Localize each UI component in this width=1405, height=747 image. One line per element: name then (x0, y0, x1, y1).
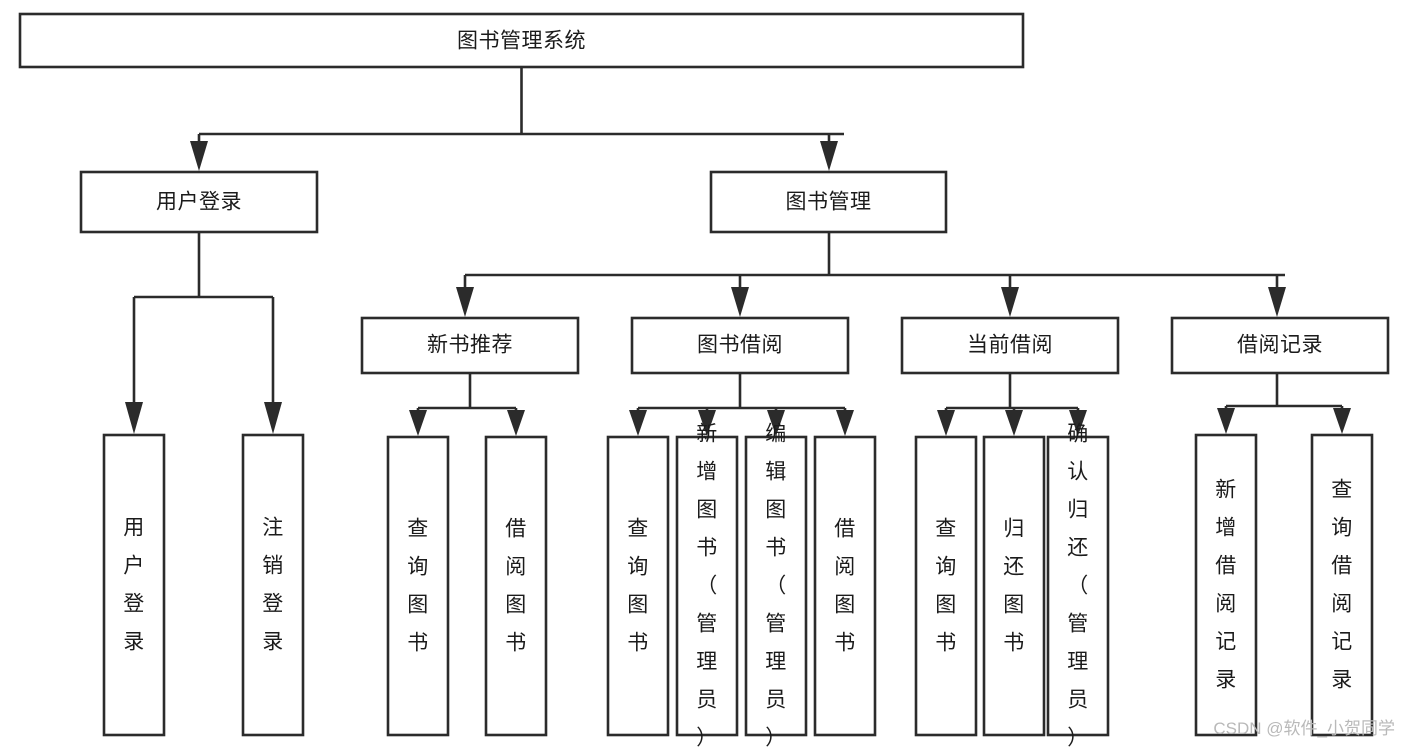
node-book-management-label: 图书管理 (786, 191, 872, 214)
arrow-head-user-login (190, 141, 208, 171)
node-current-borrow-box[interactable] (900, 316, 1120, 375)
leaf-nb-query-book-label: 查询图书 (407, 518, 429, 655)
node-borrow-records-label: 借阅记录 (1237, 334, 1323, 357)
leaf-bb-edit-book-box[interactable] (744, 435, 808, 737)
arrow-head-book-mgmt (820, 141, 838, 171)
node-current-borrow[interactable]: 当前借阅 (900, 316, 1120, 375)
arrow-head-leaf-user-login (125, 402, 143, 434)
arrow-head-br-leaf-2 (1333, 408, 1351, 434)
leaf-bb-query-book-label: 查询图书 (627, 518, 649, 655)
leaf-bb-query-book-box[interactable] (606, 435, 670, 737)
arrow-head-nb-leaf-2 (507, 410, 525, 436)
edges-book-borrow-to-leaves (629, 373, 854, 436)
node-user-login-label: 用户登录 (156, 191, 242, 214)
arrow-head-nb-leaf-1 (409, 410, 427, 436)
leaf-node-bb-add-book[interactable]: 新增图书（管理员） (675, 423, 739, 747)
node-current-borrow-label: 当前借阅 (967, 334, 1053, 357)
node-book-borrow[interactable]: 图书借阅 (630, 316, 850, 375)
node-root-label: 图书管理系统 (457, 30, 586, 53)
edges-root-to-level2 (190, 67, 844, 171)
leaf-node-br-query-record[interactable]: 查询借阅记录 (1310, 433, 1374, 737)
leaf-user-login-label: 用户登录 (123, 517, 145, 654)
leaf-cb-confirm-return-box[interactable] (1046, 435, 1110, 737)
leaf-node-cb-confirm-return[interactable]: 确认归还（管理员） (1046, 423, 1110, 747)
edges-user-login-to-leaves (125, 232, 282, 434)
csdn-watermark: CSDN @软件_小贺同学 (1213, 719, 1395, 738)
leaf-node-user-login[interactable]: 用户登录 (102, 433, 166, 737)
node-user-login-box[interactable] (79, 170, 319, 234)
leaf-br-add-record-label: 新增借阅记录 (1215, 479, 1237, 692)
arrow-head-book-borrow (731, 287, 749, 317)
leaf-node-nb-query-book[interactable]: 查询图书 (386, 435, 450, 737)
node-new-book-recommend-label: 新书推荐 (427, 334, 513, 357)
arrow-head-bb-leaf-2 (698, 410, 716, 436)
node-book-management[interactable]: 图书管理 (709, 170, 948, 234)
leaf-node-nb-borrow-book[interactable]: 借阅图书 (484, 435, 548, 737)
leaf-node-logout[interactable]: 注销登录 (241, 433, 305, 737)
edges-new-book-to-leaves (409, 373, 525, 436)
leaf-br-query-record-box[interactable] (1310, 433, 1374, 737)
arrow-head-bb-leaf-1 (629, 410, 647, 436)
edges-current-borrow-to-leaves (937, 373, 1087, 436)
leaf-node-cb-return-book[interactable]: 归还图书 (982, 435, 1046, 737)
leaf-nb-borrow-book-box[interactable] (484, 435, 548, 737)
edges-borrow-records-to-leaves (1217, 373, 1351, 434)
arrow-head-bb-leaf-3 (767, 410, 785, 436)
leaf-nb-query-book-box[interactable] (386, 435, 450, 737)
node-user-login[interactable]: 用户登录 (79, 170, 319, 234)
leaf-bb-borrow-book-box[interactable] (813, 435, 877, 737)
edges-book-mgmt-to-level3 (456, 232, 1286, 317)
arrow-head-cb-leaf-1 (937, 410, 955, 436)
node-book-borrow-box[interactable] (630, 316, 850, 375)
arrow-head-cb-leaf-2 (1005, 410, 1023, 436)
arrow-head-new-book (456, 287, 474, 317)
leaf-bb-edit-book-label: 编辑图书（管理员） (765, 423, 787, 747)
arrow-head-bb-leaf-4 (836, 410, 854, 436)
node-borrow-records[interactable]: 借阅记录 (1170, 316, 1390, 375)
leaf-cb-confirm-return-label: 确认归还（管理员） (1067, 423, 1089, 747)
arrow-head-br-leaf-1 (1217, 408, 1235, 434)
node-new-book-recommend-box[interactable] (360, 316, 580, 375)
leaf-node-br-add-record[interactable]: 新增借阅记录 (1194, 433, 1258, 737)
leaf-cb-return-book-box[interactable] (982, 435, 1046, 737)
node-book-borrow-label: 图书借阅 (697, 334, 783, 357)
node-new-book-recommend[interactable]: 新书推荐 (360, 316, 580, 375)
leaf-node-bb-borrow-book[interactable]: 借阅图书 (813, 435, 877, 737)
arrow-head-current-borrow (1001, 287, 1019, 317)
leaf-bb-borrow-book-label: 借阅图书 (834, 518, 856, 655)
leaf-br-add-record-box[interactable] (1194, 433, 1258, 737)
leaf-node-bb-query-book[interactable]: 查询图书 (606, 435, 670, 737)
leaf-cb-query-book-label: 查询图书 (935, 518, 957, 655)
node-book-management-box[interactable] (709, 170, 948, 234)
leaf-br-query-record-label: 查询借阅记录 (1331, 479, 1353, 692)
arrow-head-cb-leaf-3 (1069, 410, 1087, 436)
leaf-node-bb-edit-book[interactable]: 编辑图书（管理员） (744, 423, 808, 747)
leaf-node-cb-query-book[interactable]: 查询图书 (914, 435, 978, 737)
node-root-book-management-system[interactable]: 图书管理系统 (18, 12, 1025, 69)
leaf-cb-query-book-box[interactable] (914, 435, 978, 737)
leaf-cb-return-book-label: 归还图书 (1003, 518, 1025, 655)
node-borrow-records-box[interactable] (1170, 316, 1390, 375)
leaf-bb-add-book-box[interactable] (675, 435, 739, 737)
leaf-logout-box[interactable] (241, 433, 305, 737)
leaf-user-login-box[interactable] (102, 433, 166, 737)
leaf-nb-borrow-book-label: 借阅图书 (505, 518, 527, 655)
leaf-logout-label: 注销登录 (262, 517, 284, 654)
arrow-head-borrow-records (1268, 287, 1286, 317)
arrow-head-leaf-logout (264, 402, 282, 434)
node-root-box[interactable] (18, 12, 1025, 69)
leaf-bb-add-book-label: 新增图书（管理员） (696, 423, 718, 747)
